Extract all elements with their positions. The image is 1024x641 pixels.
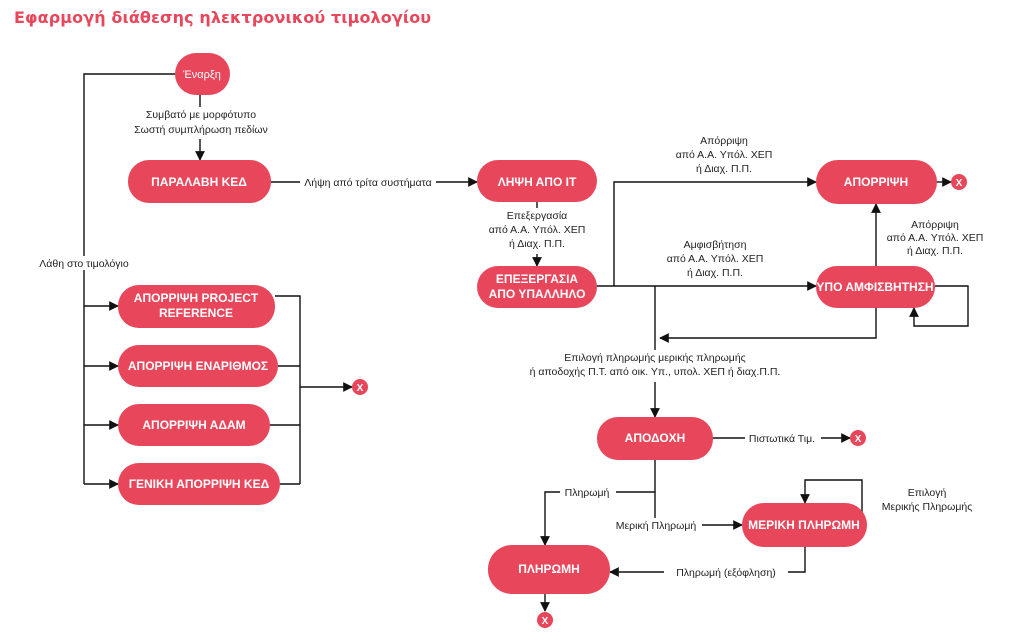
end-marker-credit: X bbox=[850, 430, 866, 446]
end-marker-errors: X bbox=[352, 379, 368, 395]
node-disputed: ΥΠΟ ΑΜΦΙΣΒΗΤΗΣΗ bbox=[816, 266, 935, 308]
node-reject: ΑΠΟΡΡΙΨΗ bbox=[816, 160, 937, 204]
edge-process-reject bbox=[613, 177, 817, 286]
node-receive: ΠΑΡΑΛΑΒΗ ΚΕΔ bbox=[128, 160, 271, 203]
label-reject-top-2: από Α.Α. Υπόλ. ΧΕΠ bbox=[676, 149, 773, 161]
node-partial-payment: ΜΕΡΙΚΗ ΠΛΗΡΩΜΗ bbox=[742, 503, 867, 547]
svg-text:REFERENCE: REFERENCE bbox=[159, 306, 233, 320]
node-reject-general: ΓΕΝΙΚΗ ΑΠΟΡΡΙΨΗ ΚΕΔ bbox=[118, 463, 280, 505]
edge-disputed-back bbox=[659, 308, 877, 343]
label-processing-2: από Α.Α. Υπόλ. ΧΕΠ bbox=[489, 224, 586, 236]
svg-text:ΑΠΟΡΡΙΨΗ: ΑΠΟΡΡΙΨΗ bbox=[844, 175, 908, 189]
label-reject-top-1: Απόρριψη bbox=[700, 135, 748, 147]
label-dispute-3: ή Διαχ. Π.Π. bbox=[687, 267, 743, 279]
edge-start-errors bbox=[83, 73, 175, 484]
svg-text:ΑΠΟΡΡΙΨΗ ΑΔΑΜ: ΑΠΟΡΡΙΨΗ ΑΔΑΜ bbox=[142, 418, 245, 432]
label-payment-choice-2: ή αποδοχής Π.Τ. από οικ. Υπ., υπολ. ΧΕΠ … bbox=[530, 366, 781, 378]
edge-accept-payment bbox=[540, 460, 656, 546]
node-process: ΕΠΕΞΕΡΓΑΣΙΑ ΑΠΟ ΥΠΑΛΛΗΛΟ bbox=[477, 266, 597, 308]
label-processing-3: ή Διαχ. Π.Π. bbox=[509, 238, 565, 250]
svg-text:ΠΑΡΑΛΑΒΗ ΚΕΔ: ΠΑΡΑΛΑΒΗ ΚΕΔ bbox=[151, 175, 247, 189]
svg-text:ΓΕΝΙΚΗ ΑΠΟΡΡΙΨΗ ΚΕΔ: ΓΕΝΙΚΗ ΑΠΟΡΡΙΨΗ ΚΕΔ bbox=[129, 477, 270, 491]
svg-text:ΜΕΡΙΚΗ ΠΛΗΡΩΜΗ: ΜΕΡΙΚΗ ΠΛΗΡΩΜΗ bbox=[748, 518, 860, 532]
svg-text:X: X bbox=[542, 616, 549, 627]
node-reject-enarithmos: ΑΠΟΡΡΙΨΗ ΕΝΑΡΙΘΜΟΣ bbox=[118, 345, 278, 387]
label-choose-partial-1: Επιλογή bbox=[908, 487, 947, 499]
svg-text:X: X bbox=[956, 178, 963, 189]
edge-project-merge bbox=[275, 295, 301, 484]
label-choose-partial-2: Μερικής Πληρωμής bbox=[882, 501, 973, 513]
label-reject-top-3: ή Διαχ. Π.Π. bbox=[696, 163, 752, 175]
svg-text:ΠΛΗΡΩΜΗ: ΠΛΗΡΩΜΗ bbox=[518, 562, 580, 576]
edge-disputed-loop bbox=[909, 285, 969, 327]
node-receive-it: ΛΗΨΗ ΑΠΟ ΙΤ bbox=[477, 160, 597, 202]
node-payment: ΠΛΗΡΩΜΗ bbox=[488, 545, 610, 594]
svg-text:ΕΠΕΞΕΡΓΑΣΙΑ: ΕΠΕΞΕΡΓΑΣΙΑ bbox=[496, 272, 579, 286]
node-start: Έναρξη bbox=[175, 53, 230, 95]
label-reject-right-1: Απόρριψη bbox=[911, 219, 959, 231]
svg-text:ΥΠΟ ΑΜΦΙΣΒΗΤΗΣΗ: ΥΠΟ ΑΜΦΙΣΒΗΤΗΣΗ bbox=[816, 280, 933, 294]
svg-text:Έναρξη: Έναρξη bbox=[182, 69, 221, 81]
label-reject-right-3: ή Διαχ. Π.Π. bbox=[907, 245, 963, 257]
label-dispute-1: Αμφισβήτηση bbox=[684, 239, 747, 251]
svg-text:ΛΗΨΗ ΑΠΟ ΙΤ: ΛΗΨΗ ΑΠΟ ΙΤ bbox=[498, 175, 577, 189]
end-marker-reject: X bbox=[951, 174, 967, 190]
svg-text:ΑΠΟ ΥΠΑΛΛΗΛΟ: ΑΠΟ ΥΠΑΛΛΗΛΟ bbox=[489, 287, 586, 301]
edge-partial-loop bbox=[800, 479, 863, 525]
svg-text:ΑΠΟΡΡΙΨΗ PROJECT: ΑΠΟΡΡΙΨΗ PROJECT bbox=[134, 291, 259, 305]
label-dispute-2: από Α.Α. Υπόλ. ΧΕΠ bbox=[667, 253, 764, 265]
label-errors: Λάθη στο τιμολόγιο bbox=[39, 258, 129, 270]
node-reject-adam: ΑΠΟΡΡΙΨΗ ΑΔΑΜ bbox=[118, 404, 270, 446]
label-reject-right-2: από Α.Α. Υπόλ. ΧΕΠ bbox=[887, 232, 984, 244]
svg-text:X: X bbox=[357, 383, 364, 394]
end-marker-payment: X bbox=[537, 612, 553, 628]
label-pay: Πληρωμή bbox=[565, 487, 610, 499]
label-settlement: Πληρωμή (εξόφληση) bbox=[676, 567, 776, 579]
label-format-1: Συμβατό με μορφότυπο bbox=[146, 109, 256, 121]
label-format-2: Σωστή συμπλήρωση πεδίων bbox=[134, 124, 268, 136]
label-partial: Μερική Πληρωμή bbox=[616, 520, 697, 532]
diagram-title: Εφαρμογή διάθεσης ηλεκτρονικού τιμολογίο… bbox=[14, 8, 432, 27]
svg-text:ΑΠΟΡΡΙΨΗ ΕΝΑΡΙΘΜΟΣ: ΑΠΟΡΡΙΨΗ ΕΝΑΡΙΘΜΟΣ bbox=[128, 359, 268, 373]
label-credit: Πιστωτικά Τιμ. bbox=[749, 433, 815, 445]
label-third-party: Λήψη από τρίτα συστήματα bbox=[304, 177, 432, 189]
label-processing-1: Επεξεργασία bbox=[507, 210, 568, 222]
svg-text:ΑΠΟΔΟΧΗ: ΑΠΟΔΟΧΗ bbox=[625, 431, 686, 445]
svg-text:X: X bbox=[855, 434, 862, 445]
node-accept: ΑΠΟΔΟΧΗ bbox=[597, 417, 713, 460]
label-payment-choice-1: Επιλογή πληρωμής μερικής πληρωμής bbox=[564, 352, 745, 364]
node-reject-project: ΑΠΟΡΡΙΨΗ PROJECT REFERENCE bbox=[118, 285, 275, 328]
